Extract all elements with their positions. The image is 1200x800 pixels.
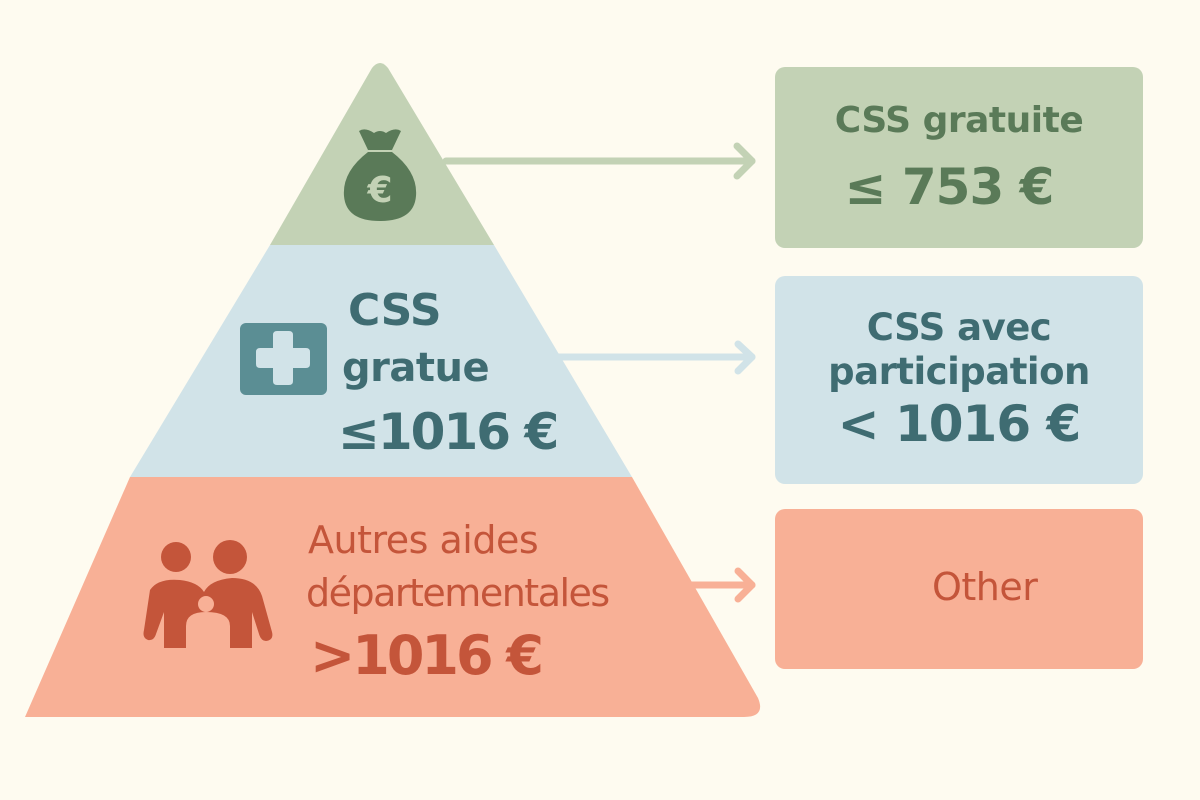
box-green-amount: ≤ 753 € xyxy=(844,157,1055,216)
pyramid-tier-bottom xyxy=(25,477,761,717)
box-blue-title-line2: participation xyxy=(828,350,1090,393)
box-blue-title-line1: CSS avec xyxy=(866,306,1052,349)
box-green-title: CSS gratuite xyxy=(834,99,1084,141)
tier-middle-amount: ≤1016 € xyxy=(338,403,559,461)
arrow-middle xyxy=(552,340,756,375)
arrow-top xyxy=(442,142,756,180)
pyramid-tier-middle xyxy=(130,245,632,477)
money-bag-euro-icon: € xyxy=(343,129,417,221)
tier-bottom-amount: >1016 € xyxy=(310,624,544,687)
tier-middle-line2: gratue xyxy=(342,345,490,391)
arrow-bottom xyxy=(686,567,756,603)
box-salmon-title: Other xyxy=(932,565,1038,609)
tier-bottom-line1: Autres aides xyxy=(308,518,539,562)
box-blue-amount: < 1016 € xyxy=(837,395,1082,453)
medical-cross-icon xyxy=(240,323,327,395)
svg-text:€: € xyxy=(366,170,392,211)
tier-middle-line1: CSS xyxy=(348,285,442,336)
box-other: Other xyxy=(775,509,1143,669)
family-icon xyxy=(143,540,273,648)
tier-bottom-line2: départementales xyxy=(306,571,610,615)
box-css-gratuite: CSS gratuite ≤ 753 € xyxy=(775,67,1143,248)
box-css-participation: CSS avec participation < 1016 € xyxy=(775,276,1143,484)
